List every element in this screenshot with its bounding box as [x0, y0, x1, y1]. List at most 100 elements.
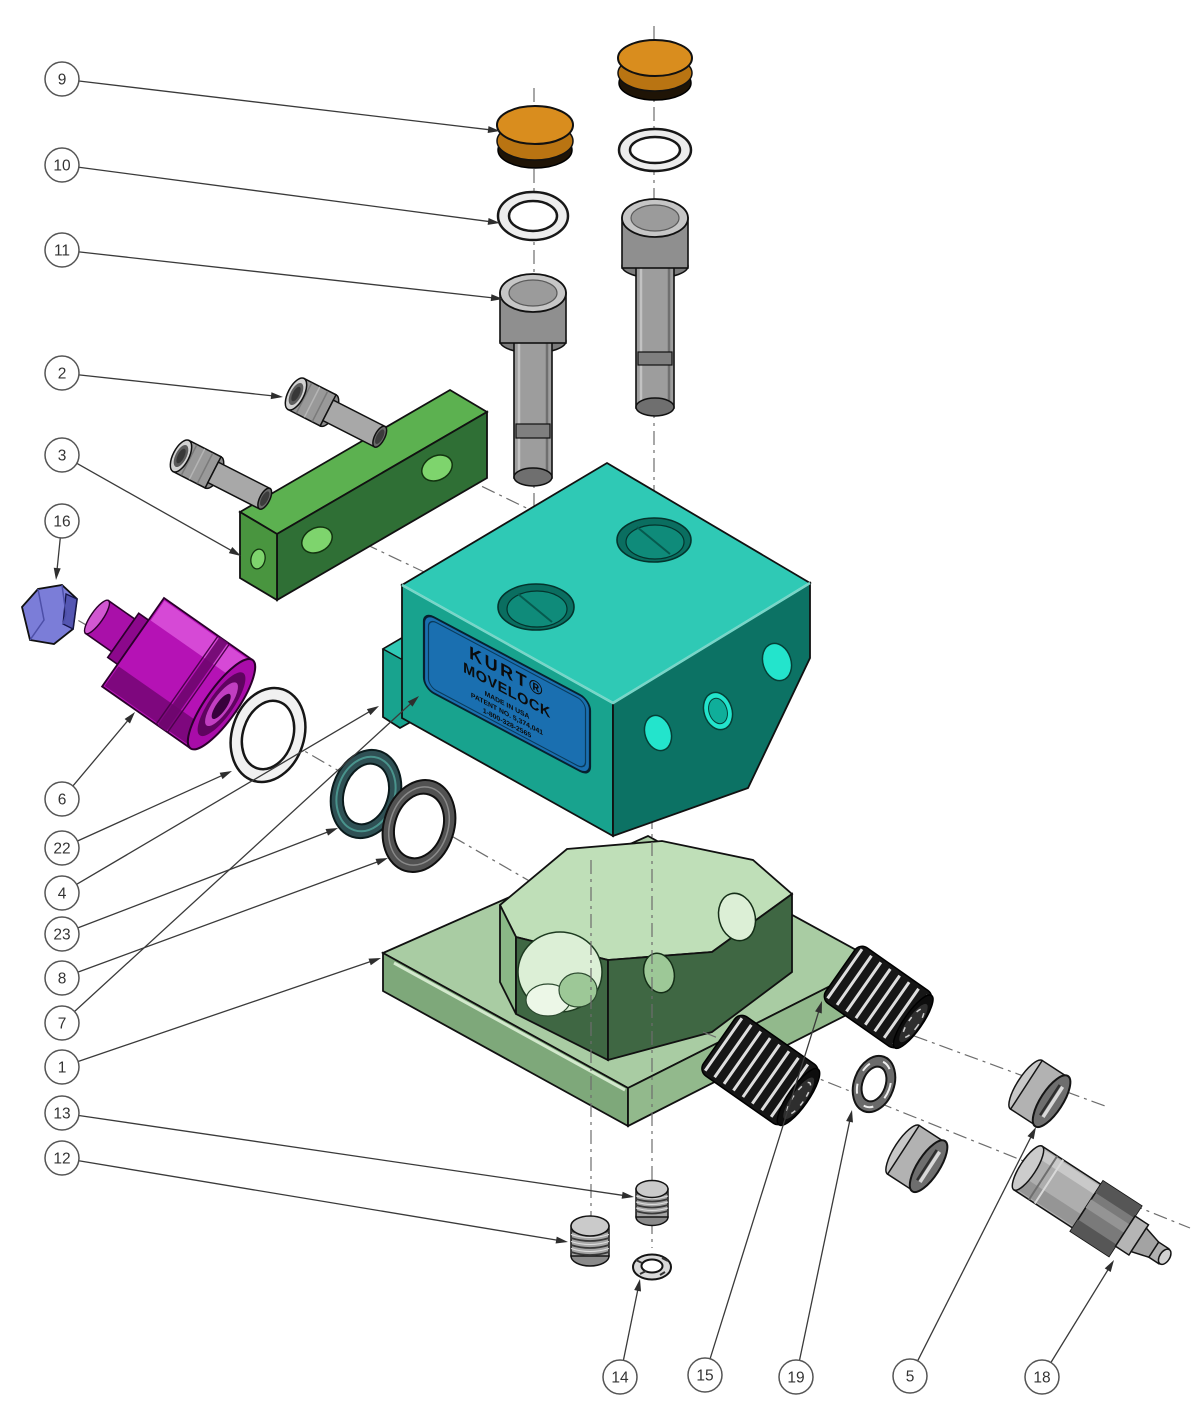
- leader-line-12: [78, 1160, 560, 1242]
- leader-line-9: [78, 80, 492, 131]
- balloon-number-6: 6: [58, 792, 67, 809]
- spring-right: [823, 945, 934, 1050]
- balloon-circle-11: [44, 232, 80, 268]
- balloon-number-8: 8: [58, 971, 67, 988]
- balloon-9-port-cap: 9: [44, 61, 500, 134]
- clamp-saddle: [498, 840, 794, 1062]
- base-assembly: [380, 834, 880, 1128]
- leader-line-3: [76, 462, 234, 553]
- lock-washer: [632, 1253, 672, 1281]
- balloon-number-3: 3: [58, 448, 67, 465]
- balloon-circle-19: [778, 1359, 814, 1395]
- balloon-circle-18: [1024, 1359, 1060, 1395]
- balloon-number-9: 9: [58, 72, 67, 89]
- balloon-circle-8: [44, 960, 80, 996]
- balloon-circle-9: [44, 61, 80, 97]
- grease-fitting: [1011, 1145, 1172, 1266]
- o-ring-small: [851, 1054, 897, 1114]
- leader-arrowhead-13: [621, 1191, 634, 1199]
- balloon-2-plate-screw: 2: [44, 355, 283, 400]
- leader-line-23: [77, 830, 330, 929]
- leader-line-4: [76, 710, 372, 885]
- leader-line-13: [78, 1114, 626, 1197]
- balloon-circle-1: [44, 1049, 80, 1085]
- balloon-5-slotted-plug: 5: [892, 1127, 1036, 1394]
- plate-screw-upper: [284, 377, 388, 448]
- balloon-circle-14: [602, 1359, 638, 1395]
- leader-arrowhead-16: [53, 567, 61, 580]
- leader-arrowhead-2: [270, 392, 283, 400]
- balloon-circle-16: [44, 503, 80, 539]
- leader-arrowhead-12: [555, 1236, 568, 1244]
- balloon-number-13: 13: [53, 1106, 70, 1123]
- hex-nut: [21, 584, 78, 645]
- balloon-12-pipe-plug: 12: [44, 1140, 568, 1244]
- balloon-23-seal-ring: 23: [44, 828, 338, 952]
- leader-line-15: [709, 1009, 820, 1359]
- leader-arrowhead-11: [490, 294, 503, 302]
- balloon-16-hex-nut: 16: [44, 503, 80, 580]
- balloon-circle-23: [44, 916, 80, 952]
- body-top-holes: [497, 517, 692, 631]
- balloon-circle-6: [44, 781, 80, 817]
- balloon-3-nut-plate: 3: [44, 437, 241, 556]
- cap-o-ring-left: [496, 190, 570, 242]
- leader-arrowhead-3: [228, 547, 241, 556]
- leader-arrowhead-7: [407, 696, 419, 707]
- balloon-number-18: 18: [1033, 1370, 1050, 1387]
- leader-arrowhead-4: [366, 706, 379, 716]
- piston: [83, 596, 257, 751]
- leader-line-16: [56, 537, 61, 572]
- port-cap-left: [496, 105, 574, 169]
- leader-arrowhead-9: [487, 126, 500, 134]
- cap-screw-left: [499, 273, 567, 487]
- nut-plate: [238, 388, 489, 602]
- balloon-19-o-ring-small: 19: [778, 1110, 853, 1395]
- balloon-circle-15: [687, 1357, 723, 1393]
- leader-arrowhead-18: [1104, 1260, 1114, 1273]
- leader-line-10: [78, 166, 492, 223]
- leader-line-5: [917, 1134, 1033, 1362]
- balloon-number-23: 23: [53, 927, 70, 944]
- balloon-number-10: 10: [53, 158, 71, 175]
- balloon-number-1: 1: [58, 1060, 67, 1077]
- movelock-body: KURT® MOVELOCK MADE IN USA PATENT NO. 5,…: [381, 461, 812, 838]
- leader-line-14: [622, 1287, 639, 1361]
- balloon-number-7: 7: [58, 1016, 67, 1033]
- leader-line-6: [72, 718, 130, 787]
- slotted-plug-right: [1008, 1059, 1072, 1129]
- balloon-13-pipe-plug-small: 13: [44, 1095, 634, 1199]
- balloon-number-15: 15: [696, 1368, 713, 1385]
- balloon-11-socket-head-cap-screw: 11: [44, 232, 503, 302]
- balloon-number-22: 22: [53, 841, 70, 858]
- balloon-15-spring: 15: [687, 1001, 822, 1393]
- balloon-number-19: 19: [787, 1370, 804, 1387]
- balloon-number-14: 14: [611, 1370, 629, 1387]
- leader-arrowhead-15: [815, 1001, 822, 1014]
- leader-arrowhead-19: [846, 1110, 853, 1123]
- balloon-number-16: 16: [53, 514, 70, 531]
- slotted-plug-left: [885, 1124, 949, 1194]
- plate-screw-lower: [169, 439, 273, 510]
- leader-line-2: [78, 374, 275, 397]
- leader-arrowhead-6: [124, 712, 135, 724]
- balloon-6-piston: 6: [44, 712, 135, 817]
- body-side-ports: [643, 642, 793, 752]
- cap-screw-right: [621, 198, 689, 417]
- balloon-circle-5: [892, 1358, 928, 1394]
- pipe-plug: [570, 1215, 610, 1267]
- leader-arrowhead-5: [1027, 1127, 1036, 1140]
- leader-line-8: [77, 860, 380, 973]
- balloon-8-o-ring: 8: [44, 858, 388, 996]
- balloon-circle-22: [44, 830, 80, 866]
- leader-arrowhead-10: [487, 217, 500, 225]
- balloon-10-cap-o-ring: 10: [44, 147, 500, 225]
- pipe-plug-small: [635, 1179, 669, 1227]
- balloon-circle-13: [44, 1095, 80, 1131]
- leader-arrowhead-1: [368, 958, 381, 966]
- balloon-number-4: 4: [58, 886, 67, 903]
- balloon-circle-12: [44, 1140, 80, 1176]
- leader-arrowhead-23: [325, 828, 338, 836]
